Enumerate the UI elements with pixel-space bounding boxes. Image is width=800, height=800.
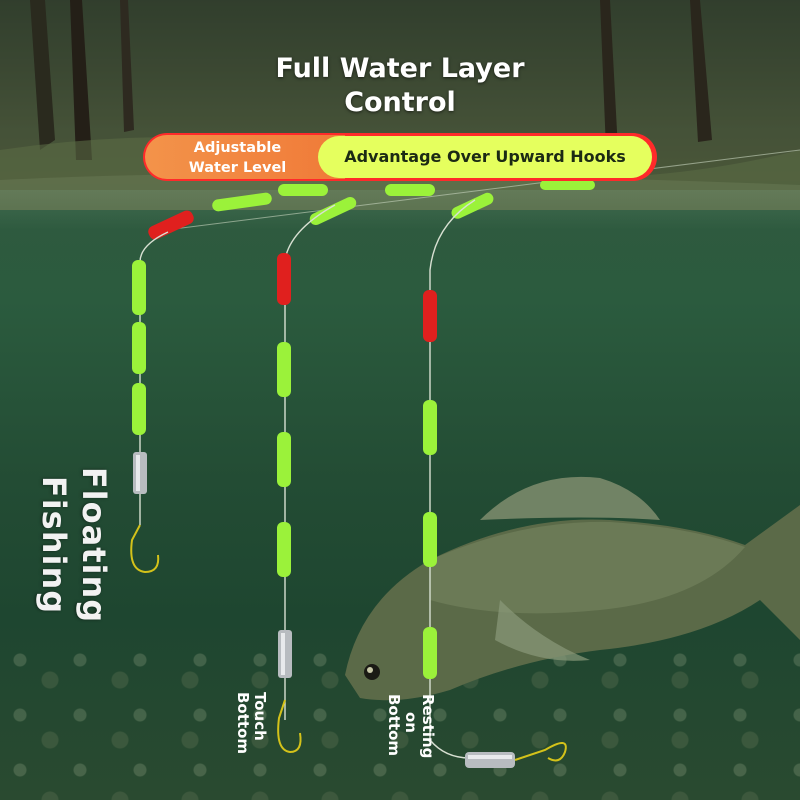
touch-bottom-line-1: Touch <box>251 692 269 741</box>
resting-bottom-line-2: on <box>402 712 420 733</box>
water-surface <box>0 190 800 230</box>
touch-bottom-label: Touch Bottom <box>234 692 269 755</box>
resting-bottom-rig <box>423 199 567 768</box>
badge-left-segment <box>145 135 345 179</box>
badge-left-label: Adjustable Water Level <box>150 138 325 178</box>
badge-right-label: Advantage Over Upward Hooks <box>344 147 626 166</box>
floating-fishing-label: Floating Fishing <box>35 466 113 624</box>
headline: Full Water Layer Control <box>0 52 800 120</box>
surface-floats <box>148 149 800 240</box>
floating-rig <box>130 231 169 574</box>
resting-bottom-label: Resting on Bottom <box>385 694 437 759</box>
headline-line-2: Control <box>344 87 456 118</box>
resting-bottom-line-1: Resting <box>419 694 437 759</box>
badge-left-line-2: Water Level <box>188 160 287 176</box>
touch-bottom-line-2: Bottom <box>234 692 252 755</box>
headline-line-1: Full Water Layer <box>275 53 525 84</box>
resting-bottom-line-3: Bottom <box>385 694 403 757</box>
badge-right-segment <box>318 136 652 178</box>
carp-fish <box>345 476 800 701</box>
touch-bottom-rig <box>277 204 336 754</box>
badge-left-line-1: Adjustable <box>193 140 282 156</box>
